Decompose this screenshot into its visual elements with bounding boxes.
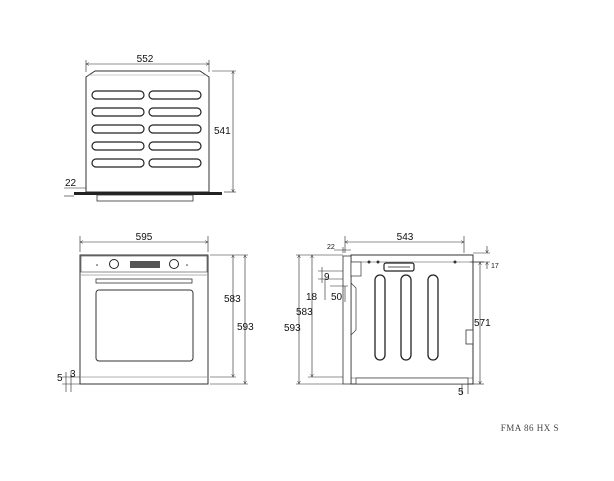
side-door-gap-c-label: 50 xyxy=(331,292,343,303)
top-view-handle-bar xyxy=(96,194,194,202)
indicator-dot-right xyxy=(186,264,188,266)
side-height-left-a-label: 583 xyxy=(296,307,313,318)
front-view: 595 583 593 5 3 xyxy=(57,232,254,392)
side-upper-flange xyxy=(350,261,362,277)
top-depth-label: 541 xyxy=(214,126,231,137)
front-width-label: 595 xyxy=(136,232,153,243)
side-bottom-plate xyxy=(355,377,469,385)
side-view-body xyxy=(350,254,474,385)
front-height-total-label: 593 xyxy=(237,322,254,333)
side-bottom-gap-label: 5 xyxy=(458,387,464,398)
door-handle xyxy=(95,278,193,284)
side-height-left-b-label: 593 xyxy=(284,323,301,334)
side-door-gap-a-label: 9 xyxy=(324,272,330,283)
side-height-right-label: 571 xyxy=(474,318,491,329)
top-protrusion-label: 22 xyxy=(65,178,77,189)
top-width-label: 552 xyxy=(137,54,154,65)
right-knob-icon xyxy=(169,259,179,269)
side-top-right-gap-label: 17 xyxy=(491,263,499,270)
side-rear-bracket xyxy=(465,329,474,345)
door-window xyxy=(95,289,194,362)
top-view-front-plate xyxy=(74,192,222,195)
display-panel xyxy=(130,261,160,268)
model-label: FMA 86 HX S xyxy=(501,423,559,433)
top-view-vents xyxy=(91,90,202,168)
front-height-inner-label: 583 xyxy=(224,294,241,305)
side-depth-label: 543 xyxy=(397,232,414,243)
side-front-panel xyxy=(342,255,352,385)
side-view: 543 22 17 583 593 571 9 18 50 5 xyxy=(284,232,499,398)
top-view: 552 541 22 xyxy=(64,54,236,202)
indicator-dot xyxy=(96,264,98,266)
side-top-offset-label: 22 xyxy=(327,244,335,251)
side-door-gap-b-label: 18 xyxy=(306,292,318,303)
front-gap-b-label: 3 xyxy=(70,369,76,380)
front-gap-a-label: 5 xyxy=(57,373,63,384)
side-vents xyxy=(374,274,439,361)
left-knob-icon xyxy=(109,259,119,269)
